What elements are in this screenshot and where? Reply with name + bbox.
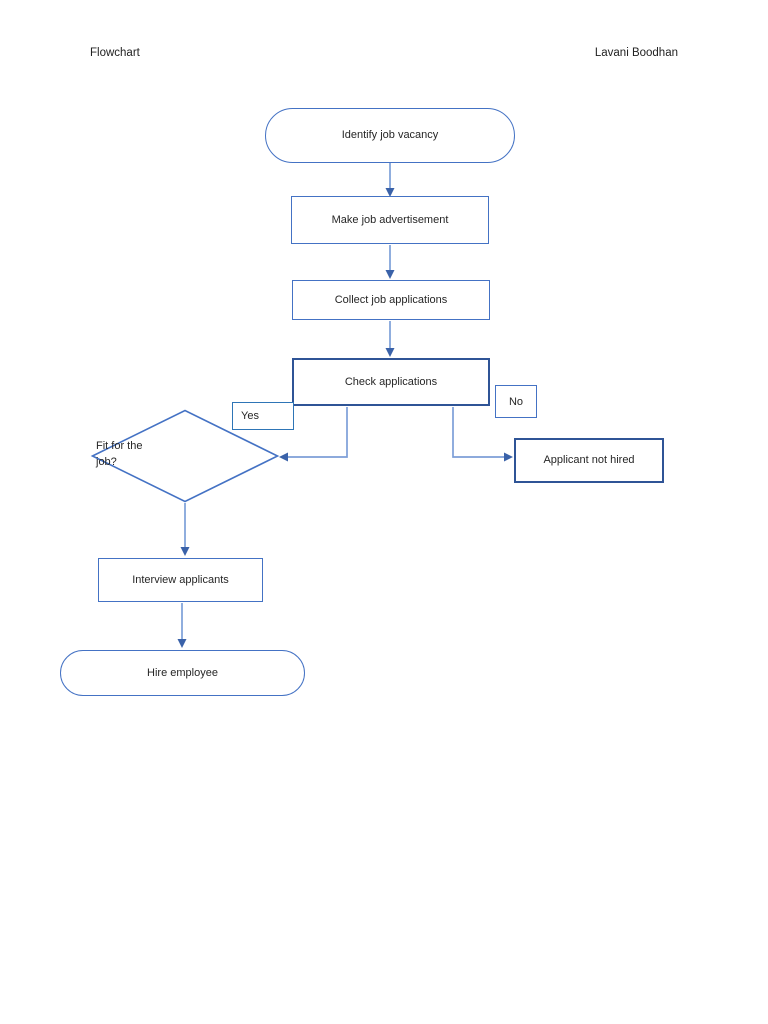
node-identify-job-vacancy: Identify job vacancy (265, 108, 515, 163)
connector-identify-advertise (385, 163, 395, 197)
decision-diamond-shape (90, 409, 280, 503)
node-decision-fit-for-job: Fit for the job? (96, 440, 143, 468)
branch-label-no: No (495, 385, 537, 418)
branch-label-text: Yes (241, 410, 259, 422)
node-collect-job-applications: Collect job applications (292, 280, 490, 320)
node-label: Hire employee (147, 666, 218, 679)
node-label: Interview applicants (132, 573, 229, 586)
node-label: Check applications (344, 375, 438, 388)
connector-collect-check (385, 321, 395, 357)
author-name: Lavani Boodhan (594, 47, 678, 59)
branch-label-text: No (508, 395, 524, 408)
document-title: Flowchart (90, 47, 140, 59)
connector-decision-interview (180, 503, 190, 556)
connector-interview-hire (177, 603, 187, 648)
node-label: Applicant not hired (543, 454, 635, 466)
node-interview-applicants: Interview applicants (98, 558, 263, 602)
node-hire-employee: Hire employee (60, 650, 305, 696)
node-make-job-advertisement: Make job advertisement (291, 196, 489, 244)
node-label: Collect job applications (334, 293, 448, 306)
node-check-applications: Check applications (292, 358, 490, 406)
branch-label-yes: Yes (232, 402, 294, 430)
node-label: Identify job vacancy (341, 129, 439, 141)
connector-check-nothired (452, 407, 513, 462)
connector-check-decision (279, 407, 348, 462)
node-label: Make job advertisement (331, 213, 449, 226)
node-applicant-not-hired: Applicant not hired (514, 438, 664, 483)
connector-advertise-collect (385, 245, 395, 279)
